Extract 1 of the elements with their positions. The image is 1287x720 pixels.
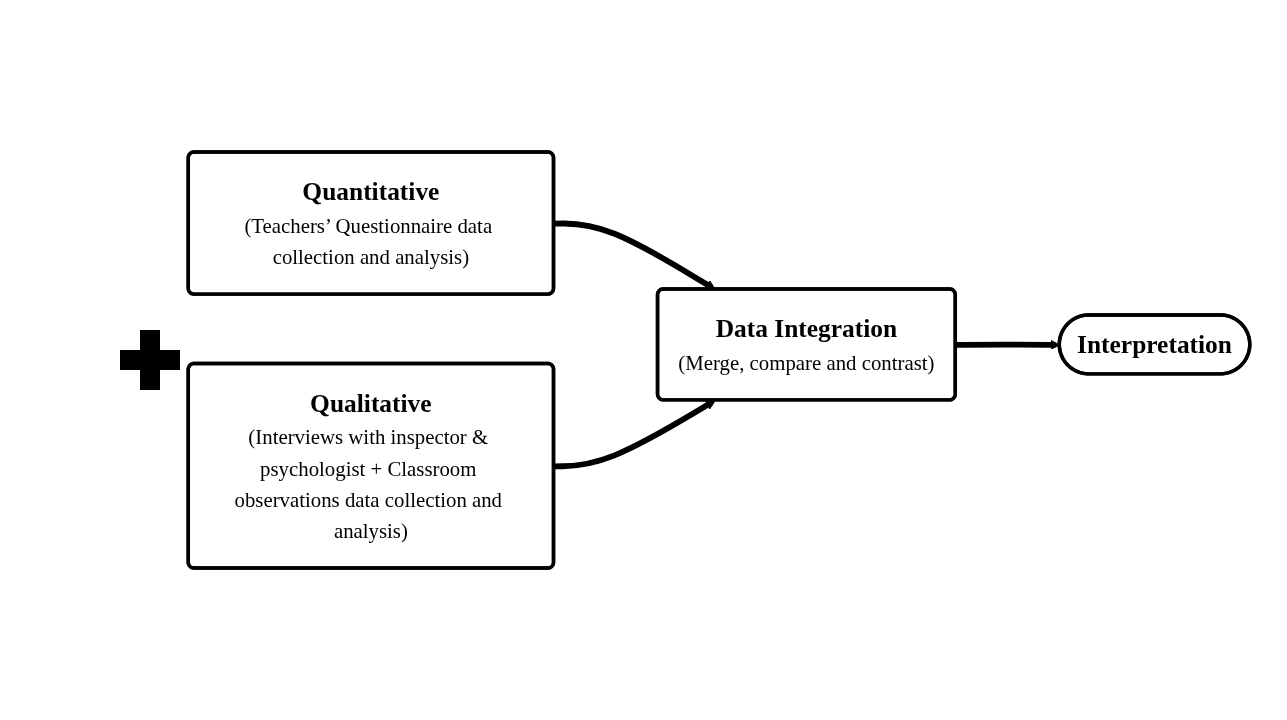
arrow	[553, 400, 716, 470]
